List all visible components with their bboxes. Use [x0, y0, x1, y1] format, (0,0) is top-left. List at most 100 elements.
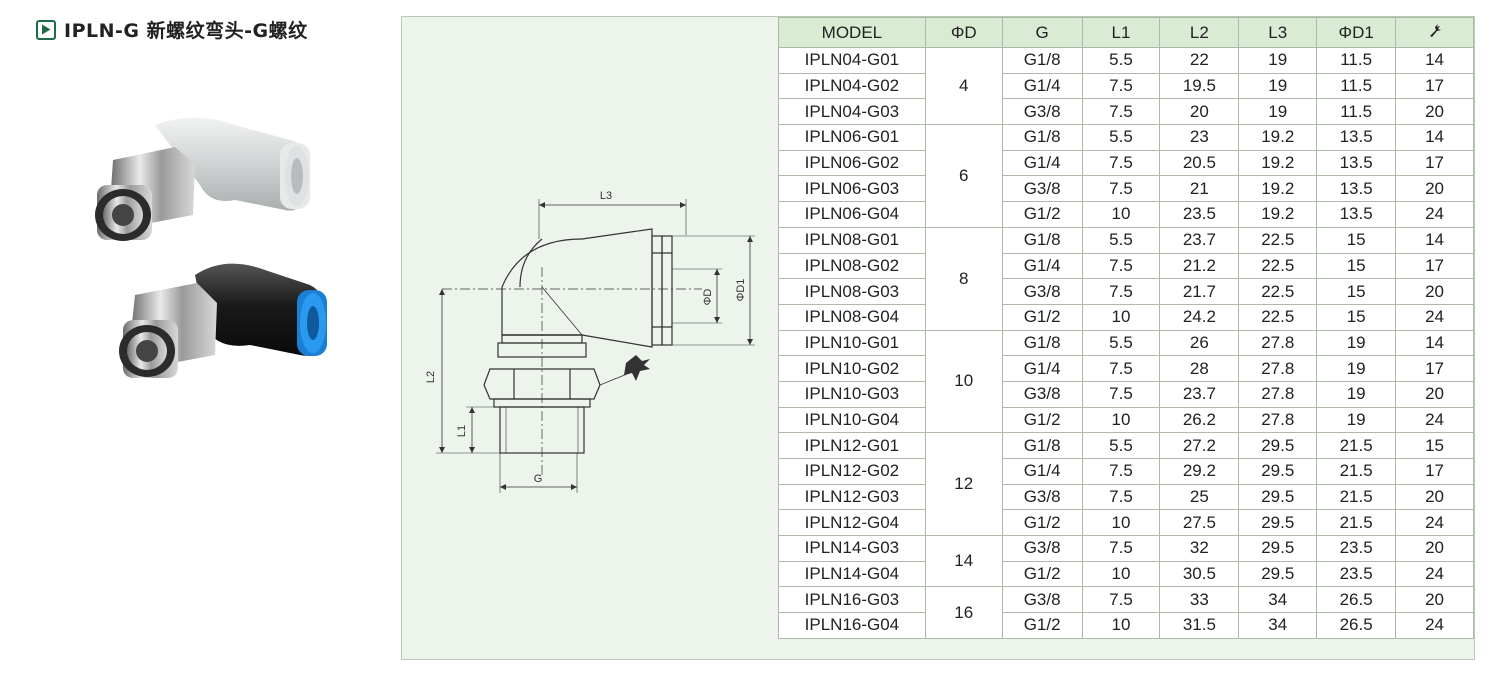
label-g: G [534, 473, 543, 485]
cell-l2: 31.5 [1159, 612, 1240, 639]
cell-l2: 27.2 [1159, 432, 1240, 459]
cell-g: G3/8 [1001, 98, 1083, 126]
cell-l3: 19 [1238, 98, 1318, 126]
cell-wrench-size: 17 [1395, 72, 1474, 100]
cell-d1: 26.5 [1316, 612, 1397, 639]
cell-model: IPLN04-G01 [778, 47, 926, 74]
cell-l3: 27.8 [1238, 406, 1318, 434]
cell-g: G3/8 [1001, 278, 1083, 305]
cell-d1: 26.5 [1316, 586, 1397, 614]
label-l2: L2 [425, 371, 437, 383]
cell-g: G3/8 [1001, 380, 1083, 408]
header-l1: L1 [1081, 17, 1161, 48]
cell-d1: 19 [1316, 329, 1397, 357]
cell-l2: 26 [1159, 329, 1240, 357]
product-photos [95, 117, 327, 378]
cell-model: IPLN10-G02 [778, 355, 926, 382]
cell-g: G1/2 [1001, 612, 1083, 639]
cell-d1: 19 [1316, 406, 1397, 434]
cell-l1: 10 [1081, 509, 1161, 537]
title-text: IPLN-G 新螺纹弯头-G螺纹 [64, 20, 308, 42]
cell-l1: 7.5 [1081, 98, 1161, 126]
cell-model: IPLN06-G04 [778, 201, 926, 228]
cell-wrench-size: 20 [1395, 278, 1474, 305]
cell-g: G1/4 [1001, 458, 1083, 485]
cell-d: 4 [924, 46, 1003, 126]
cell-wrench-size: 20 [1395, 483, 1474, 511]
cell-wrench-size: 20 [1395, 535, 1474, 562]
cell-l2: 20 [1159, 98, 1240, 126]
cell-wrench-size: 20 [1395, 175, 1474, 203]
cell-d: 14 [924, 535, 1003, 588]
cell-g: G1/2 [1001, 303, 1083, 331]
cell-model: IPLN16-G03 [778, 586, 926, 614]
cell-l2: 23.7 [1159, 226, 1240, 254]
cell-l3: 22.5 [1238, 278, 1318, 305]
cell-d1: 13.5 [1316, 149, 1397, 177]
cell-l3: 27.8 [1238, 329, 1318, 357]
cell-wrench-size: 20 [1395, 586, 1474, 614]
cell-wrench-size: 17 [1395, 252, 1474, 280]
cell-wrench-size: 14 [1395, 124, 1474, 151]
spec-panel: L3 G L2 L1 ΦD ΦD1 MODEL ΦD G L1 L2 L3 ΦD… [401, 16, 1475, 660]
cell-model: IPLN08-G03 [778, 278, 926, 305]
header-d1: ΦD1 [1316, 17, 1397, 48]
cell-wrench-size: 20 [1395, 380, 1474, 408]
label-l1: L1 [456, 425, 468, 437]
cell-d1: 13.5 [1316, 201, 1397, 228]
cell-l2: 29.2 [1159, 458, 1240, 485]
cell-l3: 27.8 [1238, 380, 1318, 408]
cell-l2: 32 [1159, 535, 1240, 562]
label-d1: ΦD1 [735, 279, 747, 302]
cell-l1: 7.5 [1081, 278, 1161, 305]
cell-l1: 5.5 [1081, 47, 1161, 74]
cell-d1: 15 [1316, 252, 1397, 280]
cell-l2: 20.5 [1159, 149, 1240, 177]
cell-l2: 21 [1159, 175, 1240, 203]
cell-d1: 13.5 [1316, 124, 1397, 151]
cell-d1: 15 [1316, 226, 1397, 254]
cell-l2: 28 [1159, 355, 1240, 382]
header-l3: L3 [1238, 17, 1318, 48]
cell-g: G3/8 [1001, 483, 1083, 511]
label-d: ΦD [702, 289, 714, 306]
cell-l2: 33 [1159, 586, 1240, 614]
play-icon [36, 19, 56, 40]
cell-l2: 23.7 [1159, 380, 1240, 408]
cell-d1: 13.5 [1316, 175, 1397, 203]
cell-wrench-size: 14 [1395, 47, 1474, 74]
cell-g: G1/4 [1001, 149, 1083, 177]
cell-g: G3/8 [1001, 175, 1083, 203]
cell-wrench-size: 24 [1395, 303, 1474, 331]
cell-d: 8 [924, 226, 1003, 331]
cell-model: IPLN04-G03 [778, 98, 926, 126]
cell-d1: 11.5 [1316, 47, 1397, 74]
cell-d1: 21.5 [1316, 458, 1397, 485]
cell-g: G3/8 [1001, 535, 1083, 562]
cell-d1: 15 [1316, 303, 1397, 331]
label-l3: L3 [600, 190, 612, 202]
cell-model: IPLN12-G02 [778, 458, 926, 485]
cell-l1: 7.5 [1081, 72, 1161, 100]
cell-l1: 10 [1081, 560, 1161, 588]
cell-l1: 7.5 [1081, 149, 1161, 177]
cell-d1: 21.5 [1316, 509, 1397, 537]
